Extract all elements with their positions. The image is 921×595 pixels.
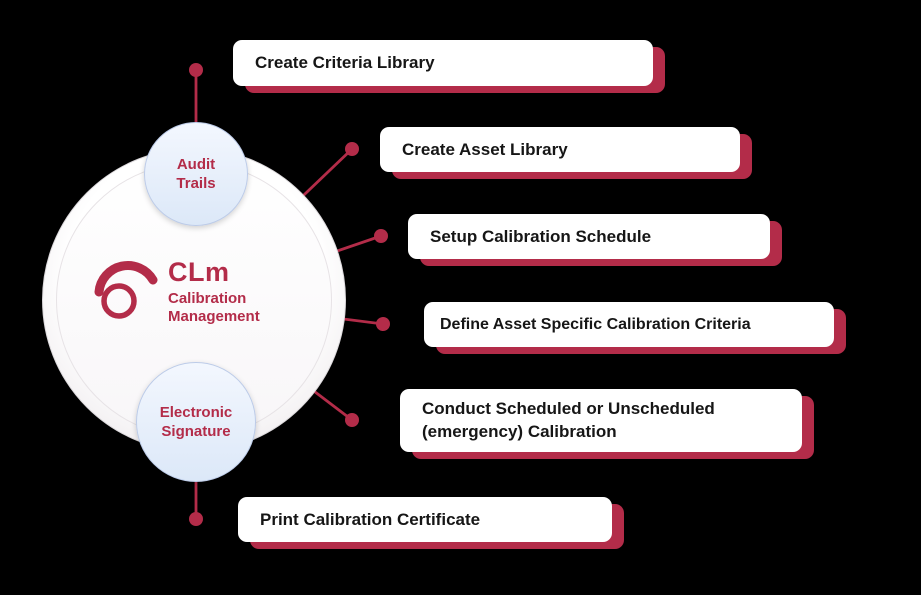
card-print-calibration-certificate: Print Calibration Certificate <box>238 497 612 542</box>
card-label: Create Asset Library <box>402 139 568 159</box>
connector-dot <box>345 413 359 427</box>
electronic-signature-label: Electronic Signature <box>159 403 233 441</box>
card-conduct-scheduled-or-unscheduled-calibration: Conduct Scheduled or Unscheduled (emerge… <box>400 389 802 452</box>
audit-trails-circle: Audit Trails <box>144 122 248 226</box>
card-setup-calibration-schedule: Setup Calibration Schedule <box>408 214 770 259</box>
card-label: Print Calibration Certificate <box>260 509 481 529</box>
clm-gauge-logo-icon <box>93 258 159 324</box>
connector-dot <box>374 229 388 243</box>
card-define-asset-specific-calibration-criteria: Define Asset Specific Calibration Criter… <box>424 302 834 347</box>
electronic-signature-circle: Electronic Signature <box>136 362 256 482</box>
clm-brand: CLm Calibration Management <box>93 257 260 325</box>
audit-trails-label: Audit Trails <box>176 155 216 193</box>
brand-subtitle-line2: Management <box>168 307 260 325</box>
card-label: Conduct Scheduled or Unscheduled (emerge… <box>422 399 715 441</box>
connector-dot <box>345 142 359 156</box>
card-create-criteria-library: Create Criteria Library <box>233 40 653 86</box>
brand-name: CLm <box>168 257 230 287</box>
card-label: Setup Calibration Schedule <box>430 226 652 246</box>
brand-subtitle-line1: Calibration <box>168 290 247 307</box>
brand-text: CLm Calibration Management <box>168 257 260 325</box>
card-label: Create Criteria Library <box>255 53 435 72</box>
connector-dot <box>376 317 390 331</box>
connector-dot <box>189 63 203 77</box>
card-label: Define Asset Specific Calibration Criter… <box>440 315 751 333</box>
card-create-asset-library: Create Asset Library <box>380 127 740 172</box>
connector-dot <box>189 512 203 526</box>
